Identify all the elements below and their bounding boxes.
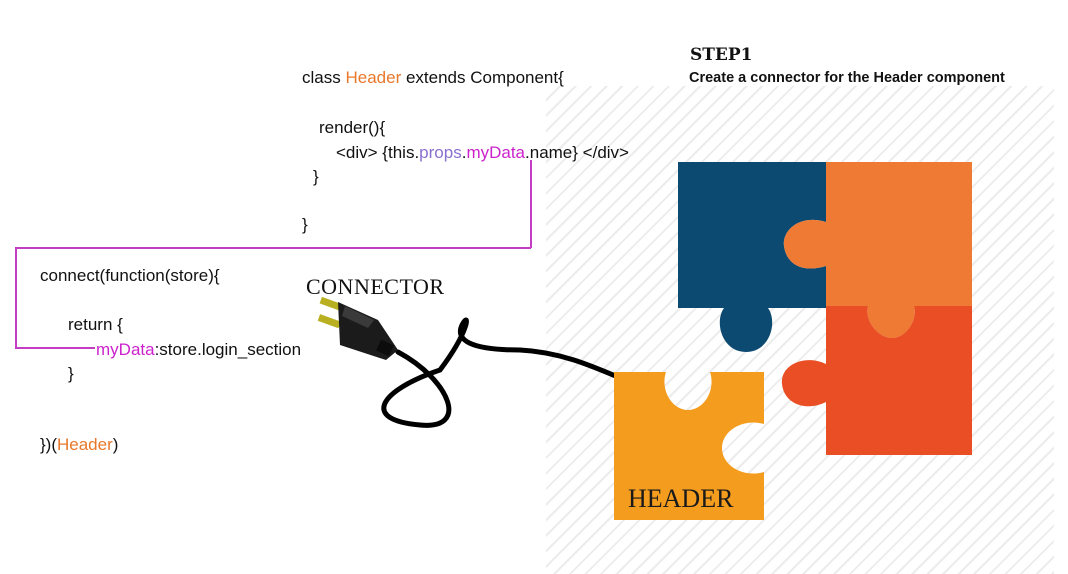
header-piece-label: HEADER [628, 484, 734, 513]
code-render-open: render(){ [319, 118, 386, 137]
puzzle-piece-header [614, 372, 764, 520]
code-class-close: } [302, 215, 308, 234]
puzzle-piece-orange [783, 162, 972, 338]
step-title: STEP1 [690, 45, 753, 65]
code-connect-open: connect(function(store){ [40, 266, 220, 285]
code-render-close: } [313, 167, 319, 186]
puzzle-piece-red [781, 306, 972, 455]
code-mydata-mapping: myData:store.login_section [96, 340, 302, 359]
code-mydata-ref: myData [466, 143, 526, 162]
code-div-line: <div> {this.props.myData.name} </div> [336, 143, 629, 162]
bracket-vertical-right [530, 160, 532, 248]
code-return-close: } [68, 364, 74, 383]
step-subtitle: Create a connector for the Header compon… [689, 70, 1005, 86]
bracket-horizontal-top [15, 247, 531, 249]
connector-label: CONNECTOR [306, 274, 445, 299]
plug-icon [317, 296, 398, 360]
bracket-horizontal-bottom [15, 347, 95, 349]
bracket-vertical-left [15, 247, 17, 348]
code-mydata-key: myData [96, 340, 155, 359]
code-connect-close: })(Header) [40, 435, 119, 454]
puzzle-piece-blue [678, 162, 826, 352]
code-connect-target: Header [57, 435, 113, 454]
code-return-open: return { [68, 315, 123, 334]
code-class-declaration: class Header extends Component{ [302, 68, 564, 87]
code-class-name: Header [345, 68, 402, 87]
code-props: props [419, 143, 462, 162]
connector-cable [381, 317, 628, 428]
